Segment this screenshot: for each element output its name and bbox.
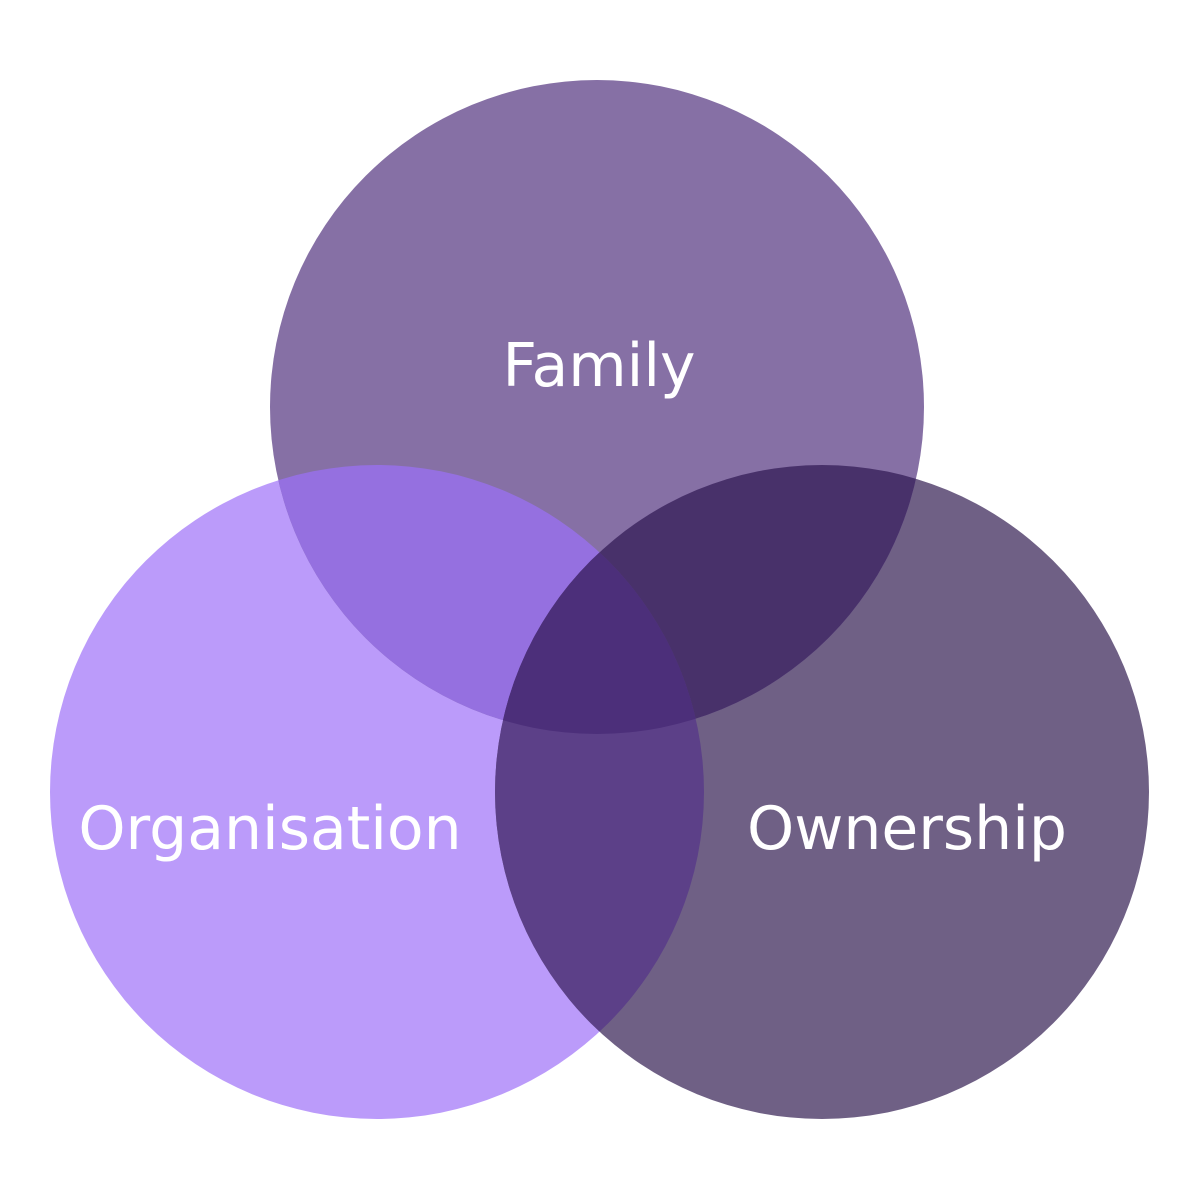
all-three-overlap [495,465,704,734]
family-label: Family [502,331,695,401]
organisation-label: Organisation [78,794,461,864]
ownership-label: Ownership [747,794,1067,864]
